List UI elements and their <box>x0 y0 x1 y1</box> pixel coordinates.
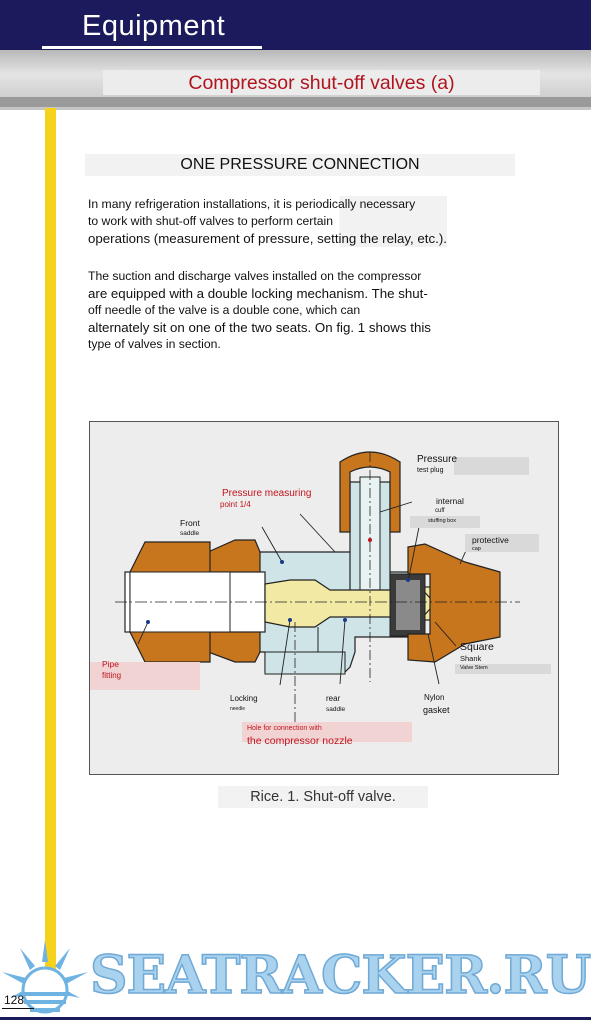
paragraph-line: alternately sit on one of the two seats.… <box>88 320 431 335</box>
margin-bar <box>45 108 56 988</box>
figure-caption: Rice. 1. Shut-off valve. <box>218 786 428 808</box>
sun-logo-icon <box>2 940 88 1014</box>
label-rear-saddle: saddle <box>326 706 346 713</box>
valve-diagram: Pressure test plug Pressure measuring po… <box>89 421 559 775</box>
label-gasket: gasket <box>423 705 450 715</box>
label-nylon: Nylon <box>424 693 445 702</box>
stuffing-box-inner <box>396 580 420 630</box>
label-needle: needle <box>230 706 246 712</box>
label-locking: Locking <box>230 694 258 703</box>
label-test-plug: test plug <box>417 467 444 474</box>
page-number-rule <box>2 1008 34 1009</box>
label-stuffing-box: stuffing box <box>428 518 457 524</box>
label-front: Front <box>180 518 200 528</box>
label-internal: internal <box>436 496 464 506</box>
label-rear: rear <box>326 694 341 703</box>
page-number: 128 <box>4 993 25 1007</box>
subtitle-box: Compressor shut-off valves (a) <box>103 70 540 95</box>
header-underline <box>42 46 262 49</box>
label-cuff: cuff <box>435 508 445 514</box>
footer-rule <box>0 1017 591 1020</box>
label-hole-line2: the compressor nozzle <box>247 735 353 747</box>
paragraph-line: In many refrigeration installations, it … <box>88 196 447 213</box>
paragraph-line: type of valves in section. <box>88 337 221 351</box>
paragraph-line: are equipped with a double locking mecha… <box>88 286 428 301</box>
watermark: SEATRACKER.RU <box>89 944 591 1007</box>
label-fitting: fitting <box>102 671 122 680</box>
label-cap: cap <box>472 546 481 552</box>
label-saddle: saddle <box>180 530 200 537</box>
paragraph-line: The suction and discharge valves install… <box>88 269 422 283</box>
paragraph-line: off needle of the valve is a double cone… <box>88 303 361 317</box>
valve-drawing <box>115 451 520 727</box>
page-title: Equipment <box>82 10 226 42</box>
protective-cap <box>407 543 501 663</box>
paragraph-line: operations (measurement of pressure, set… <box>88 230 447 247</box>
page-header: Equipment <box>0 0 591 50</box>
outlet-nozzle <box>264 651 346 675</box>
label-shank: Shank <box>460 654 482 663</box>
label-valve-stem: Valve Stem <box>460 665 488 671</box>
label-pipe: Pipe <box>102 659 120 669</box>
label-pressure-measuring: Pressure measuring <box>222 488 312 499</box>
section-heading: ONE PRESSURE CONNECTION <box>85 154 515 176</box>
label-hole-line1: Hole for connection with <box>247 725 322 732</box>
paragraph-2: The suction and discharge valves install… <box>88 268 431 353</box>
paragraph-1: In many refrigeration installations, it … <box>88 196 447 247</box>
paragraph-line: to work with shut-off valves to perform … <box>88 213 447 230</box>
label-protective: protective <box>472 535 509 545</box>
subtitle: Compressor shut-off valves (a) <box>188 72 455 94</box>
label-point: point 1/4 <box>220 500 251 509</box>
label-square: Square <box>460 641 494 653</box>
subtitle-band-strip <box>0 97 591 107</box>
test-plug-cap <box>339 451 401 533</box>
label-pressure: Pressure <box>417 454 458 465</box>
